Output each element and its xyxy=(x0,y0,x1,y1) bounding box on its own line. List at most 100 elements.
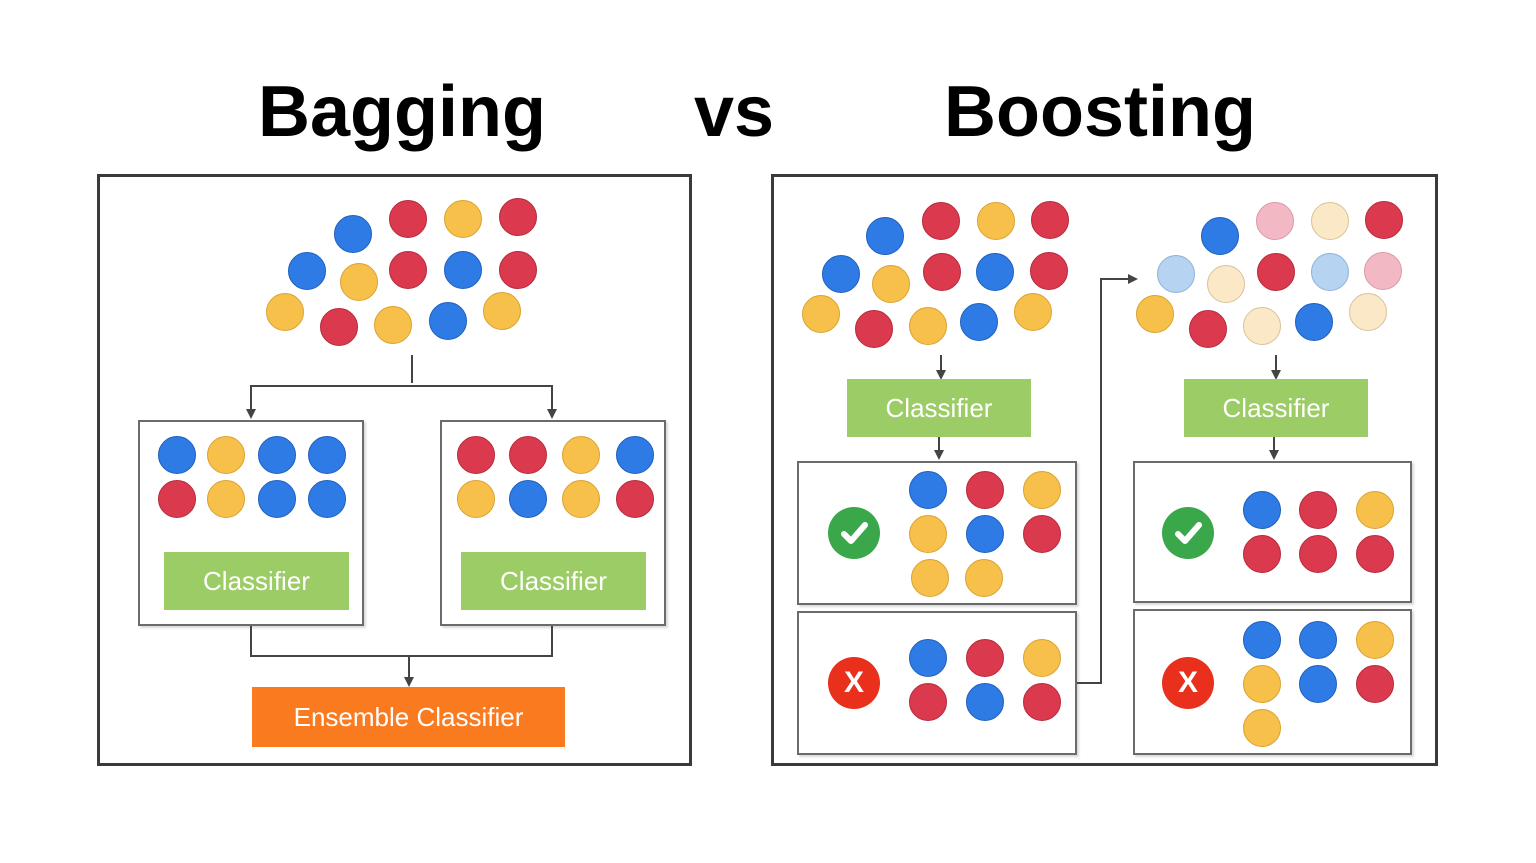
data-point-red xyxy=(1356,665,1394,703)
x-icon-label: X xyxy=(1177,666,1198,699)
data-point-yellow xyxy=(483,292,521,330)
data-point-red xyxy=(389,200,427,238)
title-boosting: Boosting xyxy=(944,72,1256,152)
data-point-red xyxy=(909,683,947,721)
x-icon: X xyxy=(828,657,880,709)
checkmark-icon xyxy=(828,507,880,559)
data-point-blue xyxy=(966,515,1004,553)
data-point-blue xyxy=(258,436,296,474)
bagging-classifier-1: Classifier xyxy=(164,552,349,610)
data-point-red xyxy=(158,480,196,518)
data-point-yellow xyxy=(977,202,1015,240)
data-point-yellow xyxy=(1023,639,1061,677)
bagging-panel: Classifier Classifier Ensemble Classifie… xyxy=(97,174,692,766)
data-point-red xyxy=(1030,252,1068,290)
checkmark-icon xyxy=(1162,507,1214,559)
data-point-yellow-faded xyxy=(1243,307,1281,345)
data-point-red xyxy=(855,310,893,348)
data-point-yellow xyxy=(1356,491,1394,529)
data-point-red xyxy=(389,251,427,289)
data-point-red xyxy=(1023,515,1061,553)
data-point-red xyxy=(1243,535,1281,573)
bagging-subset-1: Classifier xyxy=(138,420,364,626)
data-point-red xyxy=(1023,683,1061,721)
data-point-blue xyxy=(909,471,947,509)
data-point-yellow xyxy=(911,559,949,597)
boosting-classifier-1: Classifier xyxy=(847,379,1031,437)
data-point-red xyxy=(922,202,960,240)
data-point-yellow xyxy=(872,265,910,303)
data-point-blue xyxy=(288,252,326,290)
data-point-red xyxy=(1031,201,1069,239)
data-point-blue xyxy=(308,480,346,518)
data-point-red xyxy=(616,480,654,518)
data-point-blue xyxy=(976,253,1014,291)
data-point-blue xyxy=(1299,665,1337,703)
data-point-red xyxy=(1299,535,1337,573)
data-point-blue xyxy=(909,639,947,677)
data-point-red xyxy=(1189,310,1227,348)
data-point-yellow-faded xyxy=(1311,202,1349,240)
data-point-blue xyxy=(308,436,346,474)
data-point-blue xyxy=(1201,217,1239,255)
boosting-correct-box-1 xyxy=(797,461,1077,605)
data-point-yellow xyxy=(1023,471,1061,509)
data-point-yellow xyxy=(562,436,600,474)
boosting-correct-box-2 xyxy=(1133,461,1412,603)
data-point-yellow xyxy=(802,295,840,333)
bagging-subset-2: Classifier xyxy=(440,420,666,626)
x-icon-label: X xyxy=(843,666,864,699)
ensemble-classifier: Ensemble Classifier xyxy=(252,687,565,747)
data-point-yellow xyxy=(266,293,304,331)
title-vs: vs xyxy=(694,72,775,152)
data-point-red xyxy=(923,253,961,291)
data-point-yellow xyxy=(207,436,245,474)
data-point-blue xyxy=(866,217,904,255)
data-point-blue-faded xyxy=(1157,255,1195,293)
x-icon: X xyxy=(1162,657,1214,709)
bagging-classifier-2: Classifier xyxy=(461,552,646,610)
data-point-yellow-faded xyxy=(1207,265,1245,303)
data-point-yellow xyxy=(1243,709,1281,747)
data-point-blue xyxy=(1295,303,1333,341)
data-point-blue xyxy=(429,302,467,340)
data-point-red xyxy=(1365,201,1403,239)
data-point-red xyxy=(509,436,547,474)
data-point-blue xyxy=(1243,621,1281,659)
data-point-blue xyxy=(509,480,547,518)
data-point-yellow xyxy=(562,480,600,518)
boosting-wrong-box-2: X xyxy=(1133,609,1412,755)
data-point-yellow xyxy=(1356,621,1394,659)
data-point-red xyxy=(499,251,537,289)
data-point-blue xyxy=(158,436,196,474)
data-point-blue xyxy=(1299,621,1337,659)
data-point-blue xyxy=(334,215,372,253)
data-point-blue xyxy=(444,251,482,289)
boosting-wrong-box-1: X xyxy=(797,611,1077,755)
data-point-red-faded xyxy=(1364,252,1402,290)
data-point-blue xyxy=(966,683,1004,721)
data-point-red xyxy=(1257,253,1295,291)
data-point-yellow xyxy=(909,307,947,345)
data-point-red xyxy=(966,639,1004,677)
data-point-blue xyxy=(960,303,998,341)
data-point-yellow xyxy=(1014,293,1052,331)
data-point-blue xyxy=(616,436,654,474)
data-point-red xyxy=(1356,535,1394,573)
data-point-red xyxy=(499,198,537,236)
data-point-yellow xyxy=(457,480,495,518)
data-point-red xyxy=(1299,491,1337,529)
data-point-blue xyxy=(258,480,296,518)
data-point-yellow-faded xyxy=(1349,293,1387,331)
boosting-panel: Classifier X xyxy=(771,174,1438,766)
data-point-blue-faded xyxy=(1311,253,1349,291)
data-point-yellow xyxy=(374,306,412,344)
data-point-yellow xyxy=(965,559,1003,597)
data-point-red-faded xyxy=(1256,202,1294,240)
data-point-red xyxy=(320,308,358,346)
title-bagging: Bagging xyxy=(258,72,546,152)
data-point-yellow xyxy=(1243,665,1281,703)
data-point-yellow xyxy=(444,200,482,238)
data-point-yellow xyxy=(340,263,378,301)
boosting-classifier-2: Classifier xyxy=(1184,379,1368,437)
